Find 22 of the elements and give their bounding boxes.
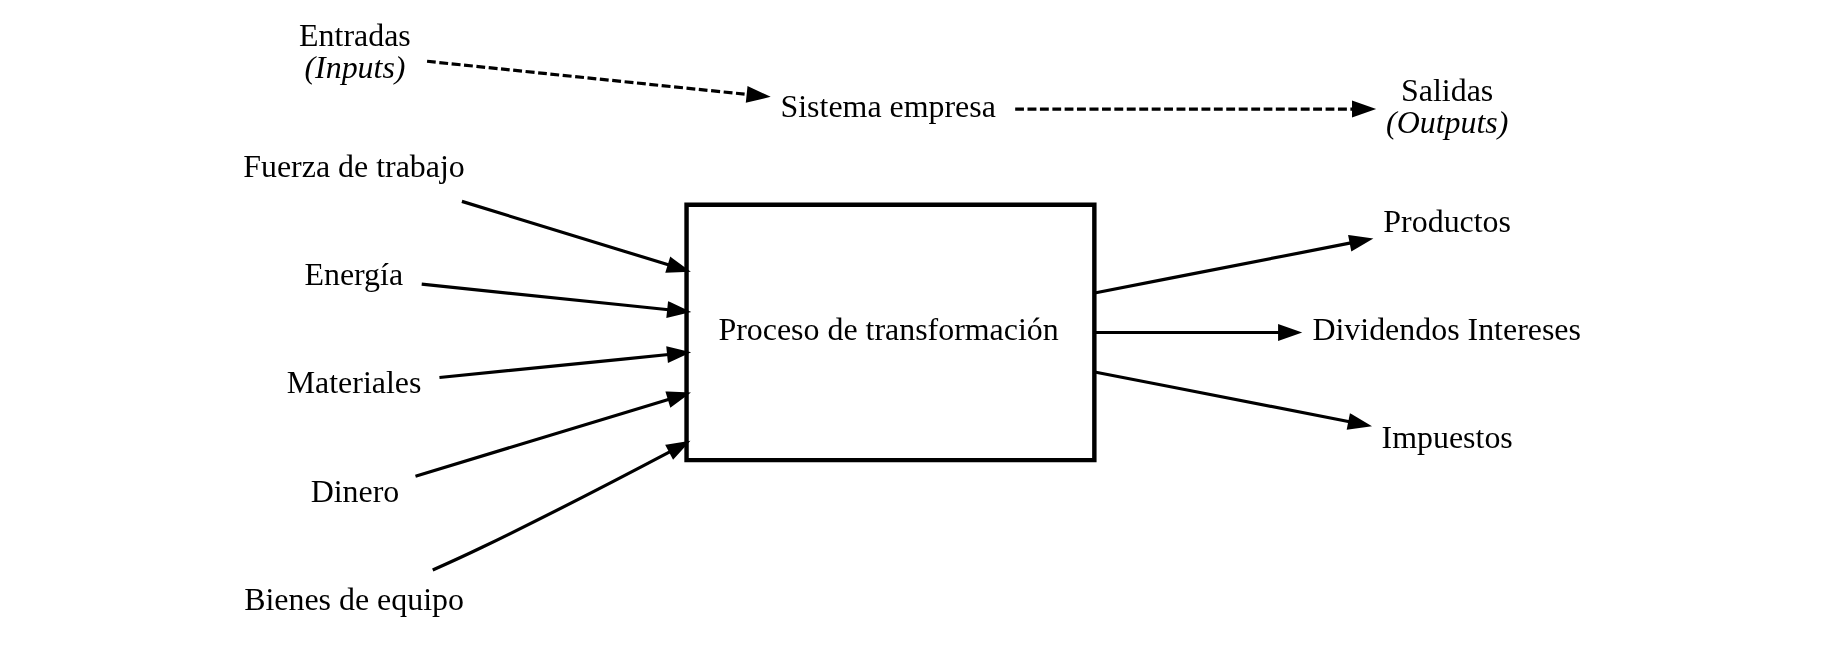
node-text: Energía [303, 257, 403, 293]
node-text: Dinero [310, 473, 399, 509]
arrow [1014, 100, 1376, 118]
node-text: Sistema empresa [780, 88, 996, 124]
arrow [431, 440, 690, 572]
arrow [421, 282, 691, 318]
arrow [438, 346, 691, 380]
arrow [460, 199, 691, 273]
node-text: Bienes de equipo [243, 581, 464, 617]
node-text: Productos [1382, 204, 1511, 240]
arrow [426, 59, 771, 103]
node-text: Fuerza de trabajo [242, 149, 465, 185]
node-box: Proceso de transformación [683, 202, 1097, 463]
node-text: Impuestos [1381, 420, 1513, 456]
node-text: Materiales [286, 365, 421, 401]
arrow [1093, 234, 1373, 295]
node-text: Dividendos Intereses [1311, 312, 1581, 348]
arrow [1094, 324, 1302, 341]
arrow [1093, 370, 1372, 430]
arrow [414, 391, 691, 478]
node-text: Entradas (Inputs) [298, 17, 411, 85]
node-text: Salidas (Outputs) [1385, 72, 1508, 140]
